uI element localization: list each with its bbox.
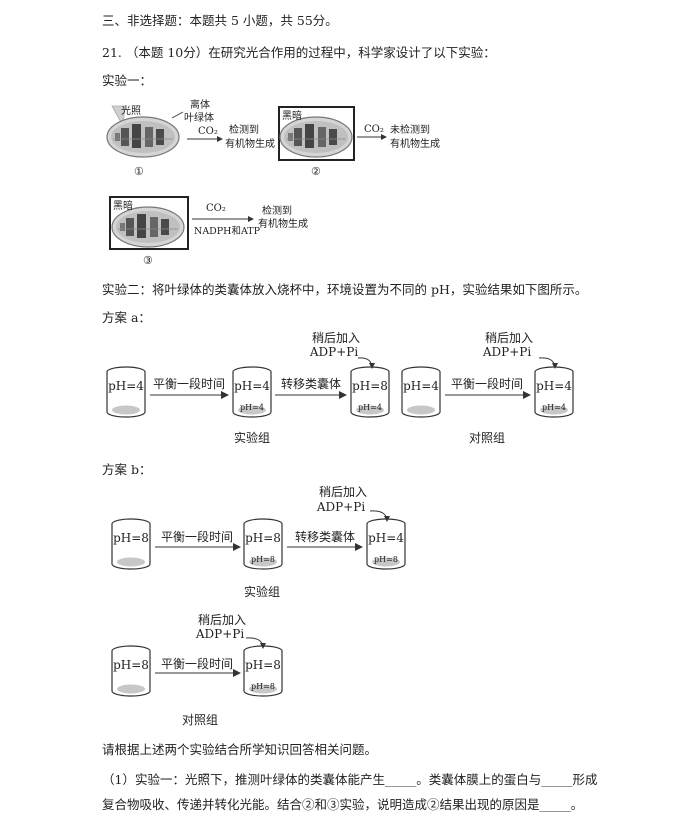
detected-1a: 检测到 (229, 123, 259, 136)
sa-ctrl-group: 对照组 (469, 431, 505, 445)
nadph-atp-label: NADPH和ATP (194, 226, 261, 237)
sa-adp-2: ADP+Pi (482, 345, 531, 359)
sb-ph-1: pH=8 (113, 531, 149, 545)
detected-1b: 有机物生成 (225, 137, 275, 150)
chloroplast-diagram-2 (278, 106, 355, 161)
scheme-b-diagram (111, 510, 406, 697)
dark-label-2: 黑暗 (282, 109, 302, 122)
co2-label-2: CO₂ (364, 124, 384, 135)
section-heading: 三、非选择题：本题共 5 小题，共 55分。 (102, 13, 338, 28)
sb-adp-1: ADP+Pi (316, 500, 365, 514)
sa-ph-5: pH=4 (536, 379, 572, 393)
sb-ph-5: pH=8 (245, 658, 281, 672)
sa-later-2: 稍后加入 (485, 331, 533, 345)
sb-balance-1: 平衡一段时间 (161, 529, 233, 544)
sb-ph-3: pH=4 (368, 531, 404, 545)
chloroplast-diagram-3 (109, 196, 189, 250)
pointer-line (171, 111, 184, 119)
sa-balance-1: 平衡一段时间 (153, 376, 225, 391)
scheme-b-title: 方案 b： (102, 462, 152, 477)
sb-balance-2: 平衡一段时间 (161, 656, 233, 671)
sa-transfer: 转移类囊体 (281, 376, 341, 391)
detected-3b: 有机物生成 (258, 217, 308, 230)
dark-label-3: 黑暗 (113, 199, 133, 212)
sb-ctrl-group: 对照组 (182, 713, 218, 727)
answer-prompt: 请根据上述两个实验结合所学知识回答相关问题。 (102, 742, 378, 757)
sb-small-3: pH=8 (374, 555, 398, 564)
sb-exp-group: 实验组 (244, 584, 280, 599)
not-detected-a: 未检测到 (390, 123, 430, 136)
exp1-title: 实验一： (102, 73, 153, 88)
q1-line2: 复合物吸收、传递并转化光能。结合②和③实验，说明造成②结果出现的原因是_____… (102, 797, 584, 812)
sa-ph-3: pH=8 (352, 379, 388, 393)
co2-label-1: CO₂ (198, 126, 218, 137)
sb-small-5: pH=8 (251, 682, 275, 691)
sa-later-1: 稍后加入 (312, 331, 360, 345)
sb-later-1: 稍后加入 (319, 485, 367, 499)
sa-exp-group: 实验组 (234, 430, 270, 445)
sa-ph-2: pH=4 (234, 379, 270, 393)
exp2-intro: 实验二：将叶绿体的类囊体放入烧杯中，环境设置为不同的 pH，实验结果如下图所示。 (102, 282, 588, 297)
chloroplast-diagram-1 (106, 105, 180, 158)
sa-ph-1: pH=4 (108, 379, 144, 393)
isolated-label-2: 叶绿体 (184, 111, 214, 124)
sa-small-2: pH=4 (240, 403, 264, 412)
sb-small-2: pH=8 (251, 555, 275, 564)
label-1: ① (134, 165, 144, 178)
detected-3a: 检测到 (262, 204, 292, 217)
scheme-a-title: 方案 a： (102, 310, 151, 325)
sb-ph-2: pH=8 (245, 531, 281, 545)
co2-label-3: CO₂ (206, 203, 226, 214)
label-2: ② (311, 165, 321, 178)
isolated-label-1: 离体 (190, 98, 210, 111)
sa-small-3: pH=4 (358, 403, 382, 412)
scheme-a-diagram (106, 357, 574, 418)
sb-later-2: 稍后加入 (198, 613, 246, 627)
q1-line1: （1）实验一：光照下，推测叶绿体的类囊体能产生_____。类囊体膜上的蛋白与__… (102, 772, 598, 787)
question-intro: 21. （本题 10分）在研究光合作用的过程中，科学家设计了以下实验： (102, 45, 496, 60)
sb-transfer: 转移类囊体 (295, 529, 355, 544)
sa-balance-2: 平衡一段时间 (451, 376, 523, 391)
sb-adp-2: ADP+Pi (195, 627, 244, 641)
light-label: 光照 (121, 104, 141, 117)
label-3: ③ (143, 254, 153, 267)
sa-adp-1: ADP+Pi (309, 345, 358, 359)
sb-ph-4: pH=8 (113, 658, 149, 672)
not-detected-b: 有机物生成 (390, 137, 440, 150)
sa-ph-4: pH=4 (403, 379, 439, 393)
sa-small-5: pH=4 (542, 403, 566, 412)
